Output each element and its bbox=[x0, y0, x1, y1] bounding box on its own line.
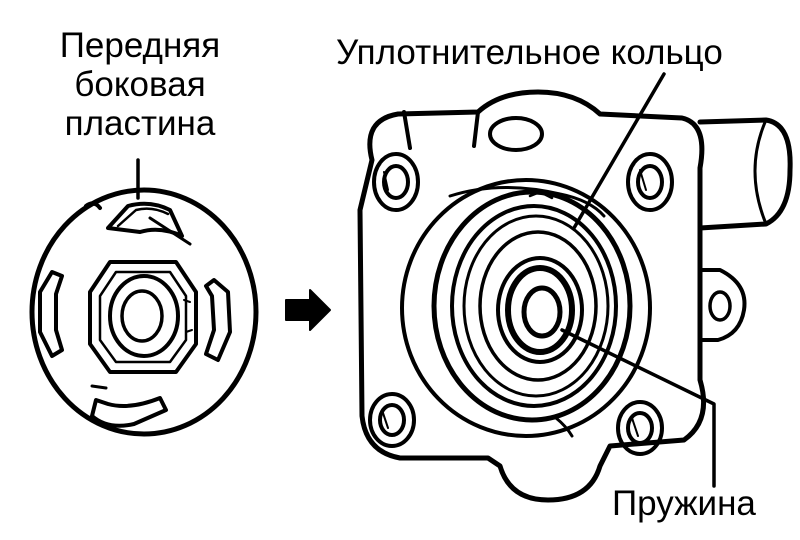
spring-label: Пружина bbox=[612, 484, 756, 523]
spring-leader bbox=[560, 328, 716, 488]
seal-ring-leader bbox=[572, 72, 666, 230]
front-side-plate-label-line-1: Передняя bbox=[59, 26, 221, 65]
front-side-plate-label-line-2: боковая bbox=[74, 65, 206, 104]
front-side-plate-label-line-3: пластина bbox=[64, 104, 216, 143]
front-side-plate bbox=[29, 187, 259, 437]
front-side-plate-label: Передняя боковая пластина bbox=[14, 26, 266, 143]
seal-ring-label: Уплотнительное кольцо bbox=[336, 33, 723, 72]
pump-housing bbox=[357, 89, 793, 503]
arrow-right-icon bbox=[285, 289, 331, 331]
